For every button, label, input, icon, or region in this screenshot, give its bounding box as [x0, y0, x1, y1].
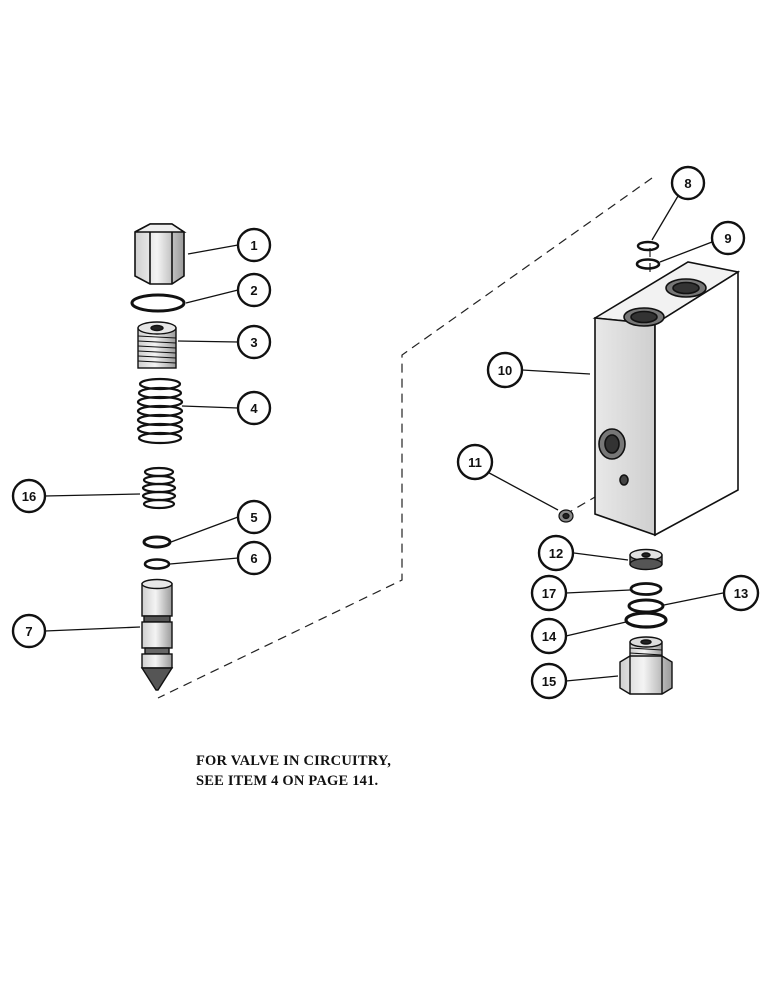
part-15-hex-fitting	[619, 636, 673, 695]
part-9-ring	[635, 258, 661, 270]
callout-9: 9	[710, 220, 746, 256]
callout-12: 12	[537, 534, 575, 572]
callout-15: 15	[530, 662, 568, 700]
svg-text:1: 1	[250, 238, 257, 253]
svg-text:14: 14	[542, 629, 557, 644]
svg-text:6: 6	[250, 551, 257, 566]
svg-text:16: 16	[22, 489, 36, 504]
svg-text:13: 13	[734, 586, 748, 601]
svg-text:3: 3	[250, 335, 257, 350]
callout-5: 5	[236, 499, 272, 535]
part-17-ring	[629, 582, 663, 596]
part-4-spring	[136, 377, 184, 445]
part-11-small-plug	[558, 509, 574, 523]
part-1-hex-cap	[134, 223, 187, 285]
part-14-ring	[624, 611, 668, 629]
callout-10: 10	[486, 351, 524, 389]
callout-2: 2	[236, 272, 272, 308]
leader-lines	[44, 195, 724, 682]
part-7-poppet	[140, 578, 174, 691]
svg-text:7: 7	[25, 624, 32, 639]
part-12-disc	[629, 548, 663, 571]
part-6-o-ring	[143, 558, 171, 570]
note-line-1: FOR VALVE IN CIRCUITRY,	[196, 753, 392, 769]
callout-11: 11	[456, 443, 494, 481]
callout-16: 16	[11, 478, 47, 514]
note-line-2: SEE ITEM 4 ON PAGE 141.	[196, 773, 379, 789]
callout-13: 13	[722, 574, 760, 612]
callout-1: 1	[236, 227, 272, 263]
part-5-backup-ring	[142, 535, 172, 549]
part-2-o-ring	[130, 293, 186, 313]
part-3-threaded-plug	[137, 321, 177, 369]
part-13-ring	[627, 598, 665, 614]
callout-6: 6	[236, 540, 272, 576]
svg-text:8: 8	[684, 176, 691, 191]
part-16-small-spring	[141, 466, 177, 510]
callout-3: 3	[236, 324, 272, 360]
callout-4: 4	[236, 390, 272, 426]
svg-text:15: 15	[542, 674, 556, 689]
svg-text:11: 11	[468, 455, 482, 470]
svg-text:2: 2	[250, 283, 257, 298]
circuitry-note: FOR VALVE IN CIRCUITRY, SEE ITEM 4 ON PA…	[196, 751, 391, 791]
svg-text:12: 12	[549, 546, 563, 561]
svg-text:17: 17	[542, 586, 556, 601]
callout-8: 8	[670, 165, 706, 201]
assembly-dashed-line	[157, 177, 653, 699]
svg-text:9: 9	[724, 231, 731, 246]
svg-text:4: 4	[250, 401, 258, 416]
part-8-ring	[636, 240, 660, 252]
callout-14: 14	[530, 617, 568, 655]
part-10-valve-body	[592, 261, 741, 537]
svg-text:10: 10	[498, 363, 512, 378]
callout-7: 7	[11, 613, 47, 649]
callout-17: 17	[530, 574, 568, 612]
svg-text:5: 5	[250, 510, 257, 525]
